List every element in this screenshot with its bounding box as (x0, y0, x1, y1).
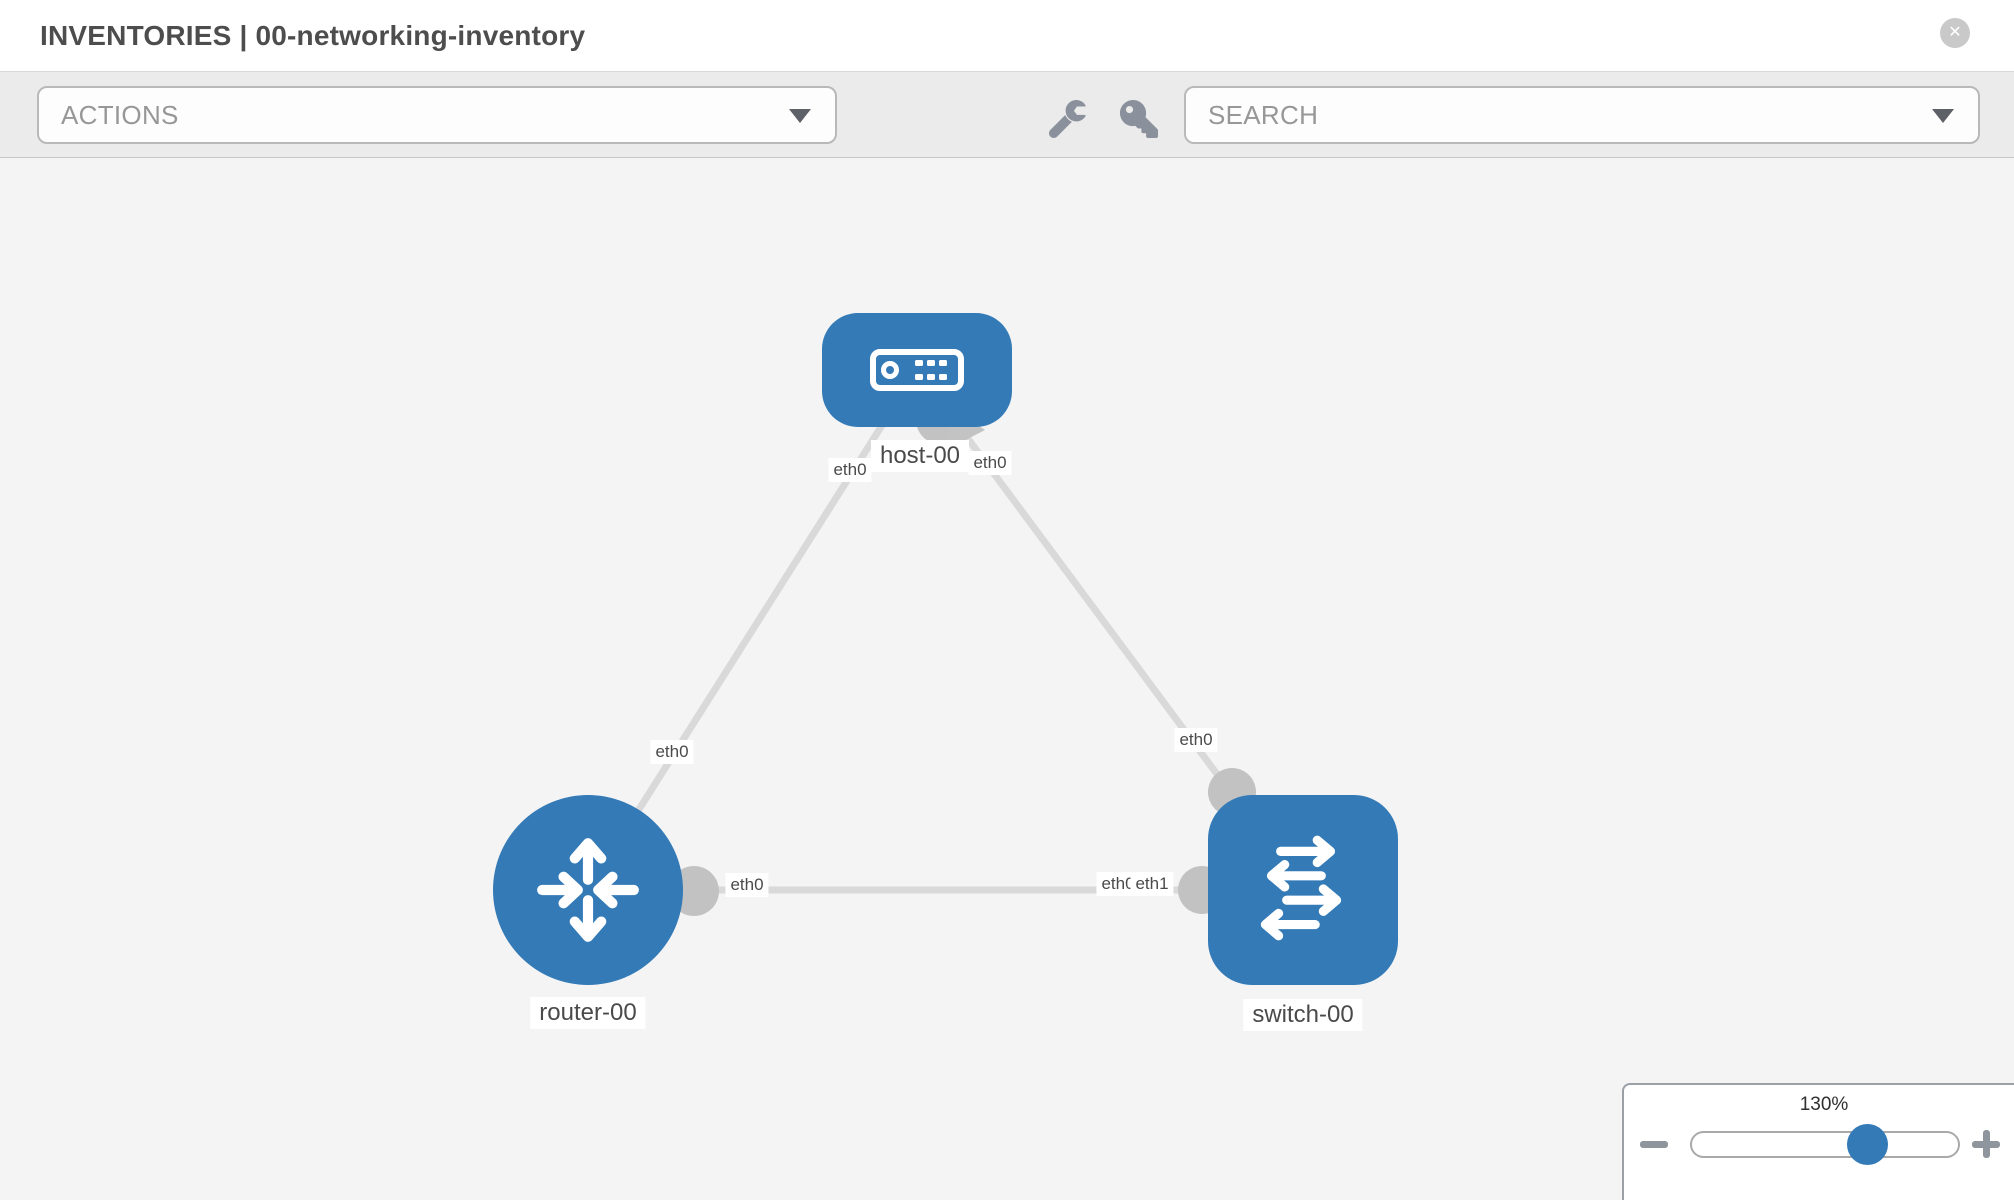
router-icon (537, 838, 639, 942)
wrench-icon[interactable] (1049, 100, 1087, 138)
node-host-00[interactable] (822, 313, 1012, 427)
header: INVENTORIES | 00-networking-inventory ✕ (0, 0, 2014, 71)
node-label-host: host-00 (870, 440, 970, 472)
host-server-icon (870, 349, 964, 391)
zoom-slider-knob[interactable] (1847, 1124, 1888, 1165)
close-icon[interactable]: ✕ (1940, 18, 1970, 48)
switch-icon (1260, 835, 1342, 941)
zoom-in-button[interactable] (1972, 1130, 2002, 1158)
search-dropdown[interactable]: SEARCH (1184, 86, 1980, 144)
page-title: INVENTORIES | 00-networking-inventory (40, 20, 586, 51)
chevron-down-icon (789, 109, 811, 123)
actions-dropdown[interactable]: ACTIONS (37, 86, 837, 144)
node-switch-00[interactable] (1208, 795, 1398, 985)
toolbar: ACTIONS SEARCH (0, 71, 2014, 158)
iface-label-host-right: eth0 (968, 451, 1012, 475)
iface-label-host-left: eth0 (828, 458, 872, 482)
node-label-switch: switch-00 (1243, 999, 1363, 1031)
links-layer (585, 367, 1306, 916)
link-router-host[interactable] (585, 368, 920, 892)
node-label-router: router-00 (530, 997, 646, 1029)
node-router-00[interactable] (493, 795, 683, 985)
iface-label-mid-front: eth1 (1130, 872, 1174, 896)
zoom-panel: 130% (1622, 1083, 2014, 1200)
chevron-down-icon (1932, 109, 1954, 123)
zoom-level-value: 130% (1799, 1094, 1849, 1115)
key-icon[interactable] (1120, 100, 1158, 138)
topology-canvas[interactable]: host-00 router-00 switch-00 eth0 eth0 et… (0, 158, 2014, 1200)
zoom-slider[interactable] (1690, 1124, 1960, 1165)
minus-icon (1640, 1141, 1668, 1148)
zoom-out-button[interactable] (1640, 1130, 1670, 1158)
iface-label-router-right: eth0 (725, 873, 769, 897)
actions-dropdown-label: ACTIONS (61, 99, 179, 130)
search-dropdown-label: SEARCH (1208, 99, 1319, 130)
iface-label-router-top: eth0 (650, 740, 694, 764)
iface-label-switch-top: eth0 (1174, 728, 1218, 752)
